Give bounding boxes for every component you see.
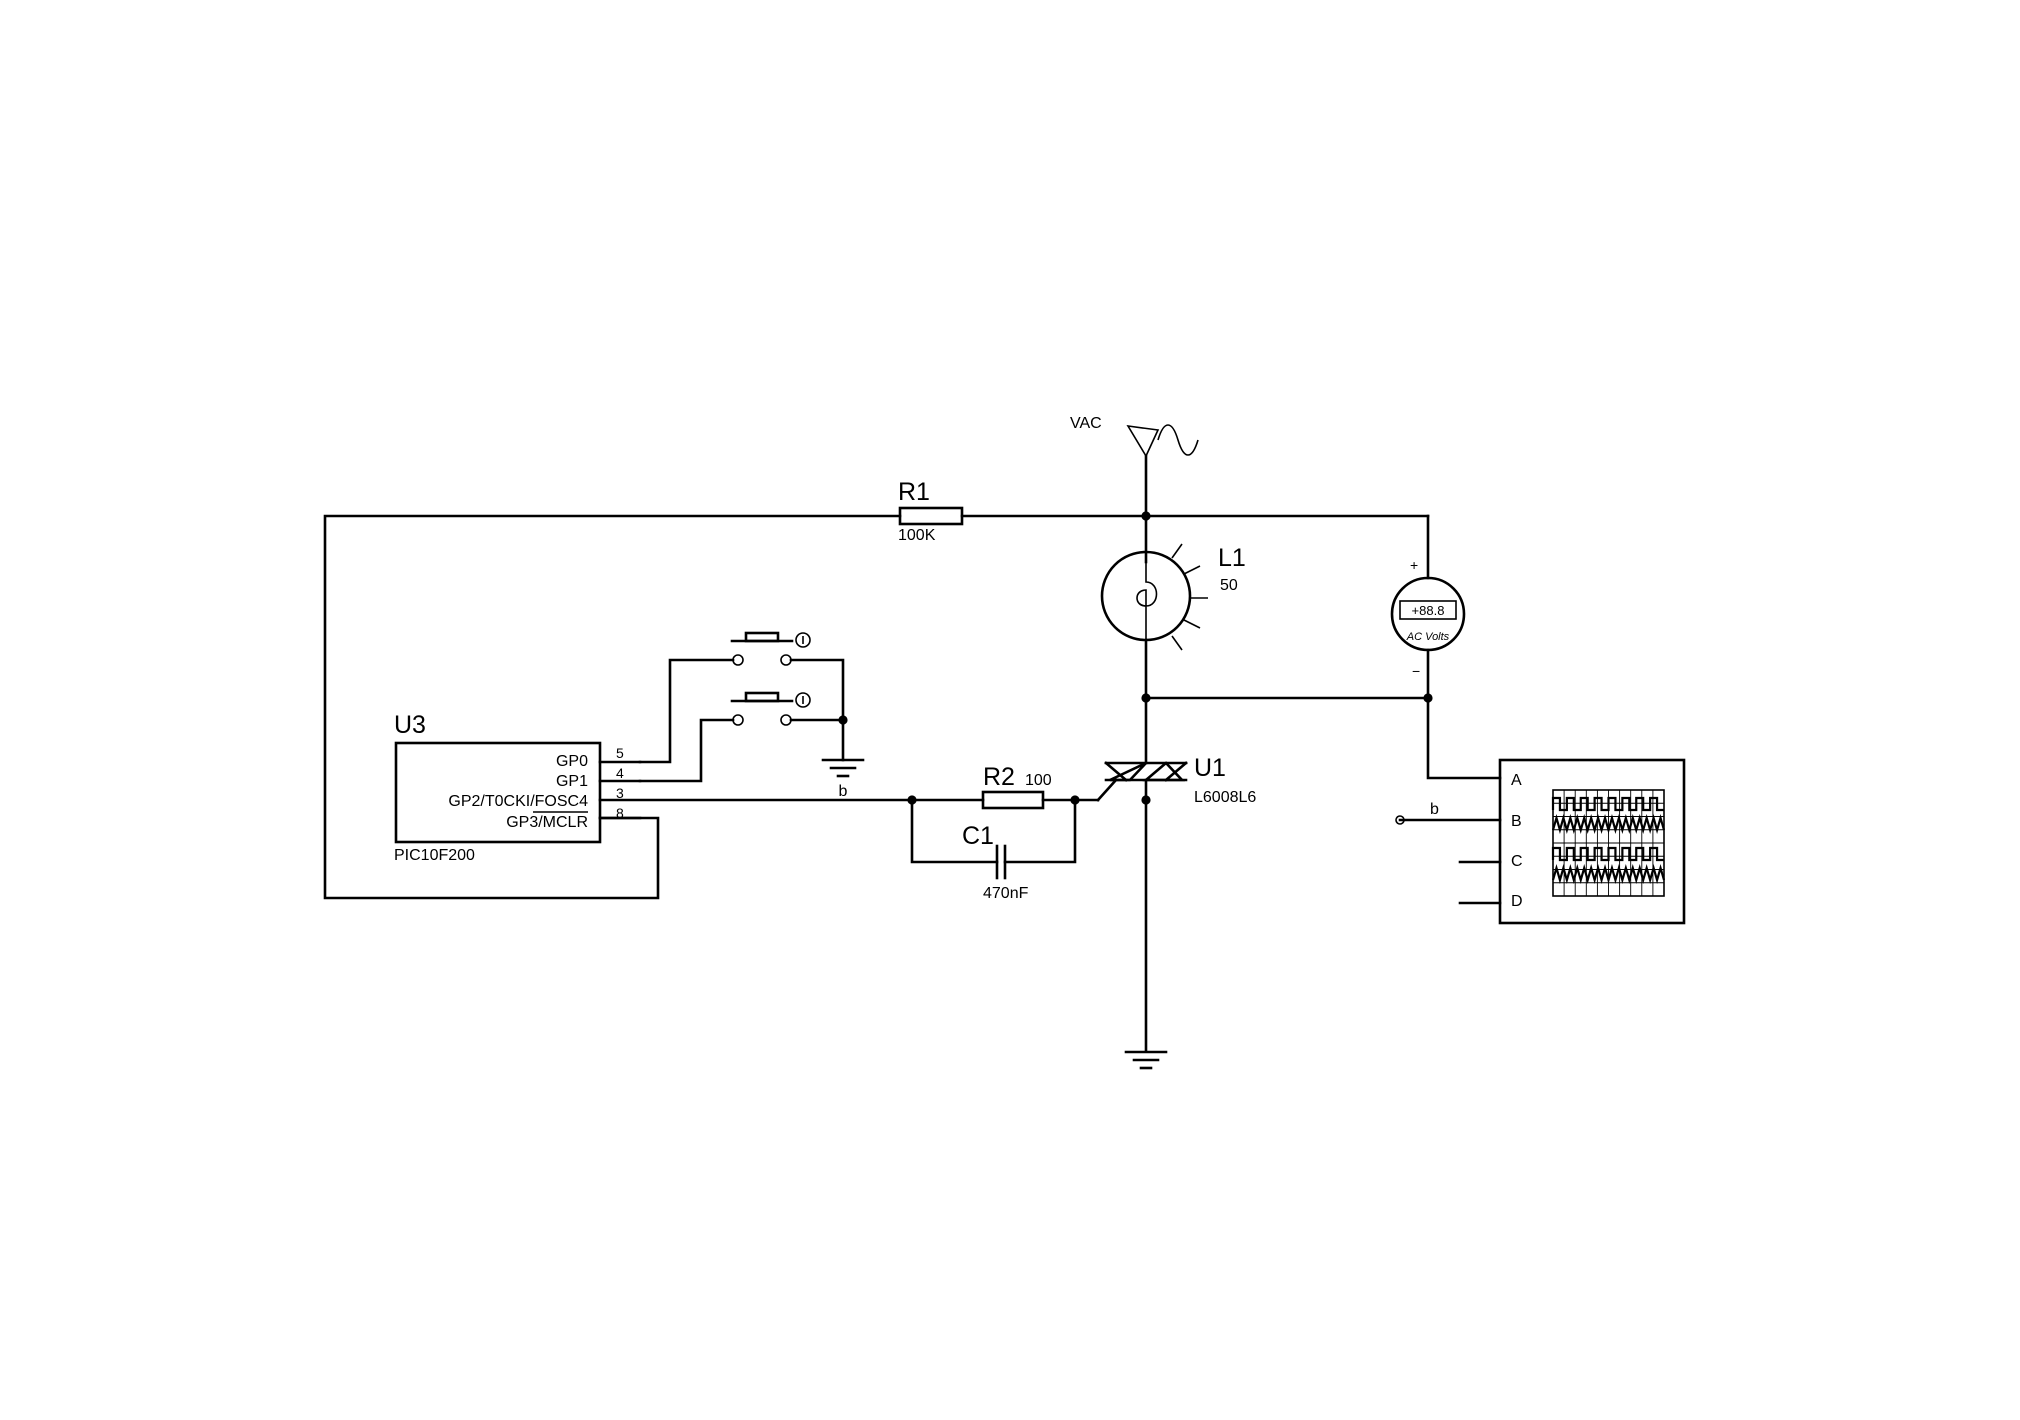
pushbutton-upper xyxy=(638,631,845,764)
pin-gp0-name: GP0 xyxy=(556,753,588,770)
microcontroller-u3: U3 PIC10F200 GP0 GP1 GP2/T0CKI/FOSC4 GP3… xyxy=(394,711,642,864)
r2-ref: R2 xyxy=(983,763,1015,791)
voltmeter-label: AC Volts xyxy=(1406,631,1450,643)
voltmeter-minus: − xyxy=(1412,663,1420,679)
junction-dot xyxy=(838,715,848,725)
junction-dot xyxy=(1141,511,1151,521)
ac-source-label: VAC xyxy=(1070,415,1102,432)
c1-value: 470nF xyxy=(983,885,1029,902)
scope-trace xyxy=(1551,846,1664,862)
pin-gp1-name: GP1 xyxy=(556,773,588,790)
l1-ref: L1 xyxy=(1218,544,1246,572)
junction-dot xyxy=(1070,795,1080,805)
junction-dot xyxy=(1141,795,1151,805)
oscilloscope: A B C D b xyxy=(1395,758,1686,925)
gate-network xyxy=(598,778,1118,864)
r1-value: 100K xyxy=(898,527,936,544)
voltmeter-reading: +88.8 xyxy=(1412,603,1445,618)
lamp-l1: L1 50 xyxy=(1100,514,1246,765)
junction-dot xyxy=(907,795,917,805)
ground-icon xyxy=(1124,1050,1168,1070)
triac-icon xyxy=(1104,761,1188,782)
r2-value: 100 xyxy=(1025,772,1052,789)
scope-trace xyxy=(1551,814,1666,834)
ac-source-icon xyxy=(1126,424,1199,518)
pin-gp0-number: 5 xyxy=(616,745,624,761)
scope-trace xyxy=(1551,864,1666,884)
voltmeter: +88.8 AC Volts + − xyxy=(1390,514,1466,700)
ground-icon xyxy=(821,758,865,778)
voltmeter-plus: + xyxy=(1410,557,1418,573)
scope-channel-c-label: C xyxy=(1511,853,1523,870)
oscilloscope-icon xyxy=(1551,789,1666,897)
pin-gp3-name: GP3/MCLR xyxy=(506,814,588,831)
pin-gp1-number: 4 xyxy=(616,765,624,781)
scope-channel-a-wire xyxy=(1426,696,1502,780)
pushbutton-icon xyxy=(730,691,811,726)
pin-gp2-name: GP2/T0CKI/FOSC4 xyxy=(448,793,588,810)
r1-ref: R1 xyxy=(898,478,930,506)
pushbutton-icon xyxy=(730,631,811,666)
lamp-icon xyxy=(1100,543,1208,651)
resistor-r2: R2 100 xyxy=(981,763,1052,810)
u3-ref: U3 xyxy=(394,711,426,739)
scope-channel-a-label: A xyxy=(1511,772,1522,789)
ac-source: VAC xyxy=(1070,415,1199,518)
pushbutton-lower xyxy=(638,691,845,783)
u1-ref: U1 xyxy=(1194,754,1226,782)
resistor-r1: R1 100K xyxy=(898,478,964,544)
scope-channel-d-label: D xyxy=(1511,893,1523,910)
scope-probe-label: b xyxy=(1430,801,1439,818)
scope-trace xyxy=(1551,796,1664,812)
junction-dot xyxy=(1141,693,1151,703)
capacitor-c1: C1 470nF xyxy=(962,822,1029,902)
net-label-b: b xyxy=(839,783,848,800)
u1-value: L6008L6 xyxy=(1194,789,1256,806)
triac-u1: U1 L6008L6 xyxy=(1104,754,1256,1052)
pin-gp2-number: 3 xyxy=(616,785,624,801)
u3-part: PIC10F200 xyxy=(394,847,475,864)
l1-value: 50 xyxy=(1220,577,1238,594)
pin-gp3-number: 8 xyxy=(616,805,624,821)
top-rail xyxy=(323,514,1430,900)
junction-dot xyxy=(1423,693,1433,703)
junction-dots xyxy=(838,511,1433,805)
c1-ref: C1 xyxy=(962,822,994,850)
scope-channel-b-label: B xyxy=(1511,813,1522,830)
